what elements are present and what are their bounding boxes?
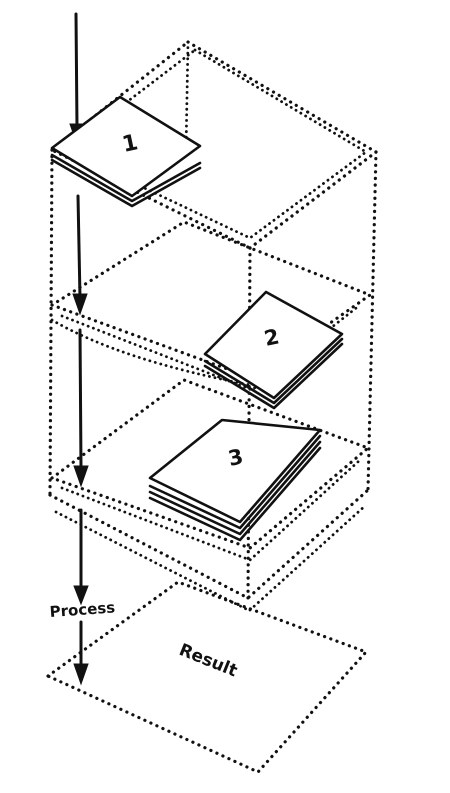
arrow-to-shelf-2	[78, 328, 83, 470]
arrow-head-shelf-2	[73, 465, 89, 488]
batch-1-label: 1	[120, 130, 140, 158]
process-label: Process	[49, 598, 116, 621]
arrow-to-shelf-1	[76, 194, 82, 300]
batch-stack-3: 3	[148, 418, 322, 542]
result-label: Result	[176, 640, 240, 681]
batch-stack-2: 2	[203, 290, 344, 410]
input-arrow	[74, 12, 79, 130]
result-plane	[46, 580, 368, 774]
batch-stack-1: 1	[50, 95, 202, 208]
arrow-head-result	[73, 663, 89, 686]
arrow-head-shelf-1	[72, 293, 88, 316]
arrow-head-process	[73, 585, 89, 606]
flow-arrows	[69, 12, 89, 686]
batch-2-label: 2	[262, 324, 281, 351]
batch-3-label: 3	[226, 444, 245, 471]
